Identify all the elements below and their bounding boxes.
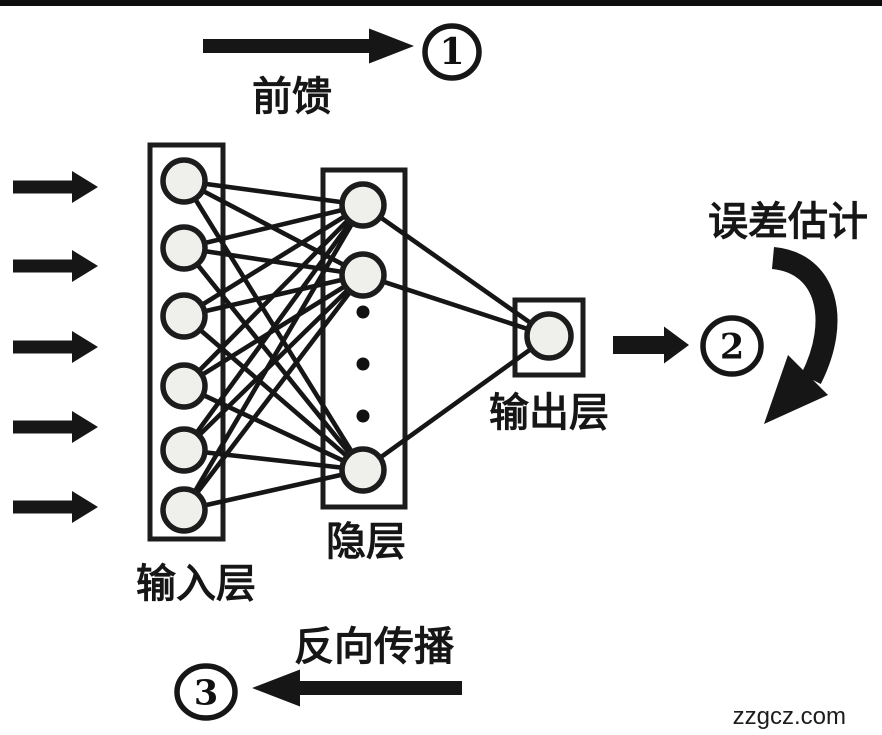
feedforward-label: 前馈 [252,75,332,119]
error-estimation-label: 误差估计 [708,200,868,244]
connection-hidden-output [361,203,551,338]
connection-lines [182,178,551,513]
connection-input-hidden [183,202,364,251]
input-arrow-icon [13,331,98,363]
connection-input-hidden [182,273,365,452]
input-node [160,224,208,272]
step-badge-3-circle [174,663,238,721]
connection-input-hidden [182,203,365,388]
step-badge-3: 3 [174,663,238,721]
hidden-node [339,251,387,299]
step-badge-1: 1 [422,23,482,81]
step-badge-3-number: 3 [194,673,218,714]
watermark: zzgcz.com [733,703,846,730]
connection-hidden-output [361,334,551,472]
connection-input-hidden [183,178,364,208]
output-node [524,311,574,361]
error-loop-arrow-icon [764,247,838,424]
layer-nodes [160,157,574,534]
backpropagation-label: 反向传播 [294,625,455,669]
top-border-bar [0,0,882,6]
hidden-ellipsis-dot [356,409,370,423]
input-node [160,486,208,534]
connection-input-hidden [182,203,365,318]
input-arrow-icon [13,491,98,523]
hidden-ellipsis-dot [356,357,370,371]
step-badge-2-number: 2 [720,327,744,368]
step-badge-2-circle [700,315,764,377]
connection-hidden-output [362,272,550,339]
input-arrow-icon [13,411,98,443]
output-arrow-icon [613,326,689,364]
input-node [160,292,208,340]
feedforward-arrow-icon [203,28,414,64]
connection-input-hidden [183,447,364,473]
connection-input-hidden [182,203,365,512]
connection-input-hidden [183,383,364,473]
hidden-node [339,446,387,494]
connection-input-hidden [182,273,365,512]
input-node [160,426,208,474]
step-badge-2: 2 [700,315,764,377]
step-badge-1-number: 1 [439,31,464,73]
connection-input-hidden [182,203,365,452]
external-input-arrows [13,171,98,523]
input-node [160,157,208,205]
input-arrow-icon [13,171,98,203]
hidden-layer-label: 隐层 [326,520,406,564]
error-loop-arc [771,247,838,384]
hidden-ellipsis-dot [356,305,370,319]
connection-input-hidden [183,467,364,513]
error-loop-arrowhead [764,355,828,424]
hidden-node [339,181,387,229]
input-node [160,362,208,410]
input-arrow-icon [13,250,98,282]
input-layer-label: 输入层 [136,562,256,606]
backpropagation-arrow-icon [252,669,462,707]
output-layer-label: 输出层 [489,391,609,435]
step-badge-1-circle [422,23,482,81]
